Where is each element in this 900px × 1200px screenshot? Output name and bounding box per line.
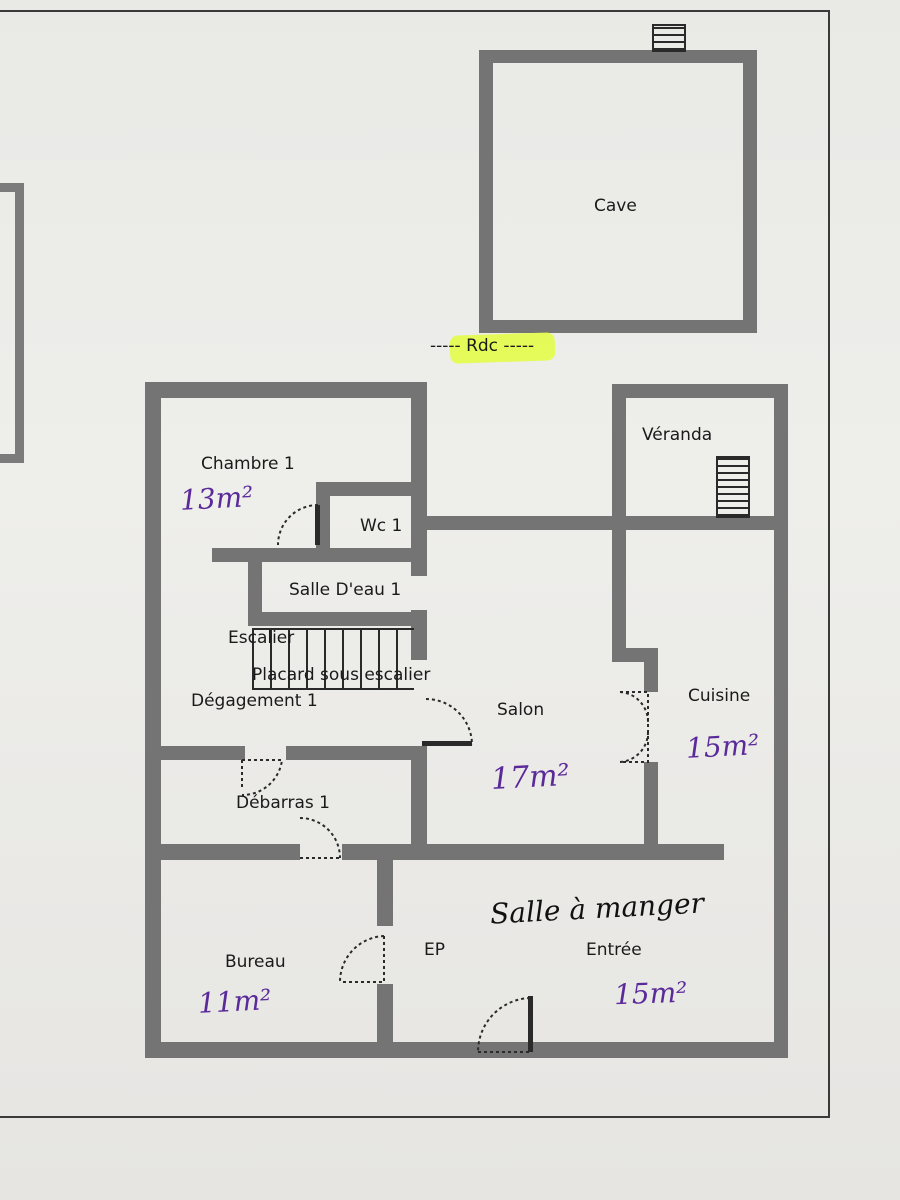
door-cuisine: [619, 691, 650, 763]
area-note-bureau: 11m²: [197, 983, 273, 1020]
area-note-salon: 17m²: [490, 757, 571, 798]
room-label-bureau: Bureau: [225, 952, 286, 972]
door-debarras-bottom: [299, 817, 341, 859]
room-label-salon: Salon: [497, 700, 545, 720]
door-salon: [425, 698, 473, 746]
room-label-salle-deau1: Salle D'eau 1: [289, 580, 402, 600]
adjacent-plan-fragment: [0, 183, 24, 463]
area-note-entree: 15m²: [613, 975, 688, 1012]
room-label-veranda: Véranda: [642, 425, 713, 445]
page-frame: [0, 10, 830, 1118]
room-label-escalier: Escalier: [228, 628, 295, 648]
room-label-chambre1: Chambre 1: [201, 454, 295, 474]
room-label-entree: Entrée: [586, 940, 642, 960]
door-chambre1: [277, 504, 319, 546]
room-label-cuisine: Cuisine: [688, 686, 751, 706]
veranda-ladder-icon: [716, 456, 750, 518]
area-note-cuisine: 15m²: [685, 728, 761, 765]
area-note-chambre1: 13m²: [179, 480, 255, 517]
level-label: ----- Rdc -----: [430, 336, 535, 356]
door-bureau: [338, 935, 385, 983]
room-label-cave: Cave: [594, 196, 637, 216]
room-label-degagement1: Dégagement 1: [191, 691, 318, 711]
room-label-placard: Placard sous escalier: [252, 665, 431, 685]
door-debarras-top: [241, 759, 284, 797]
room-label-ep: EP: [424, 940, 445, 960]
door-entree: [477, 997, 531, 1053]
staircase: [252, 628, 414, 690]
cave-ladder-icon: [652, 24, 686, 52]
room-label-debarras1: Débarras 1: [236, 793, 330, 813]
room-label-wc1: Wc 1: [360, 516, 403, 536]
